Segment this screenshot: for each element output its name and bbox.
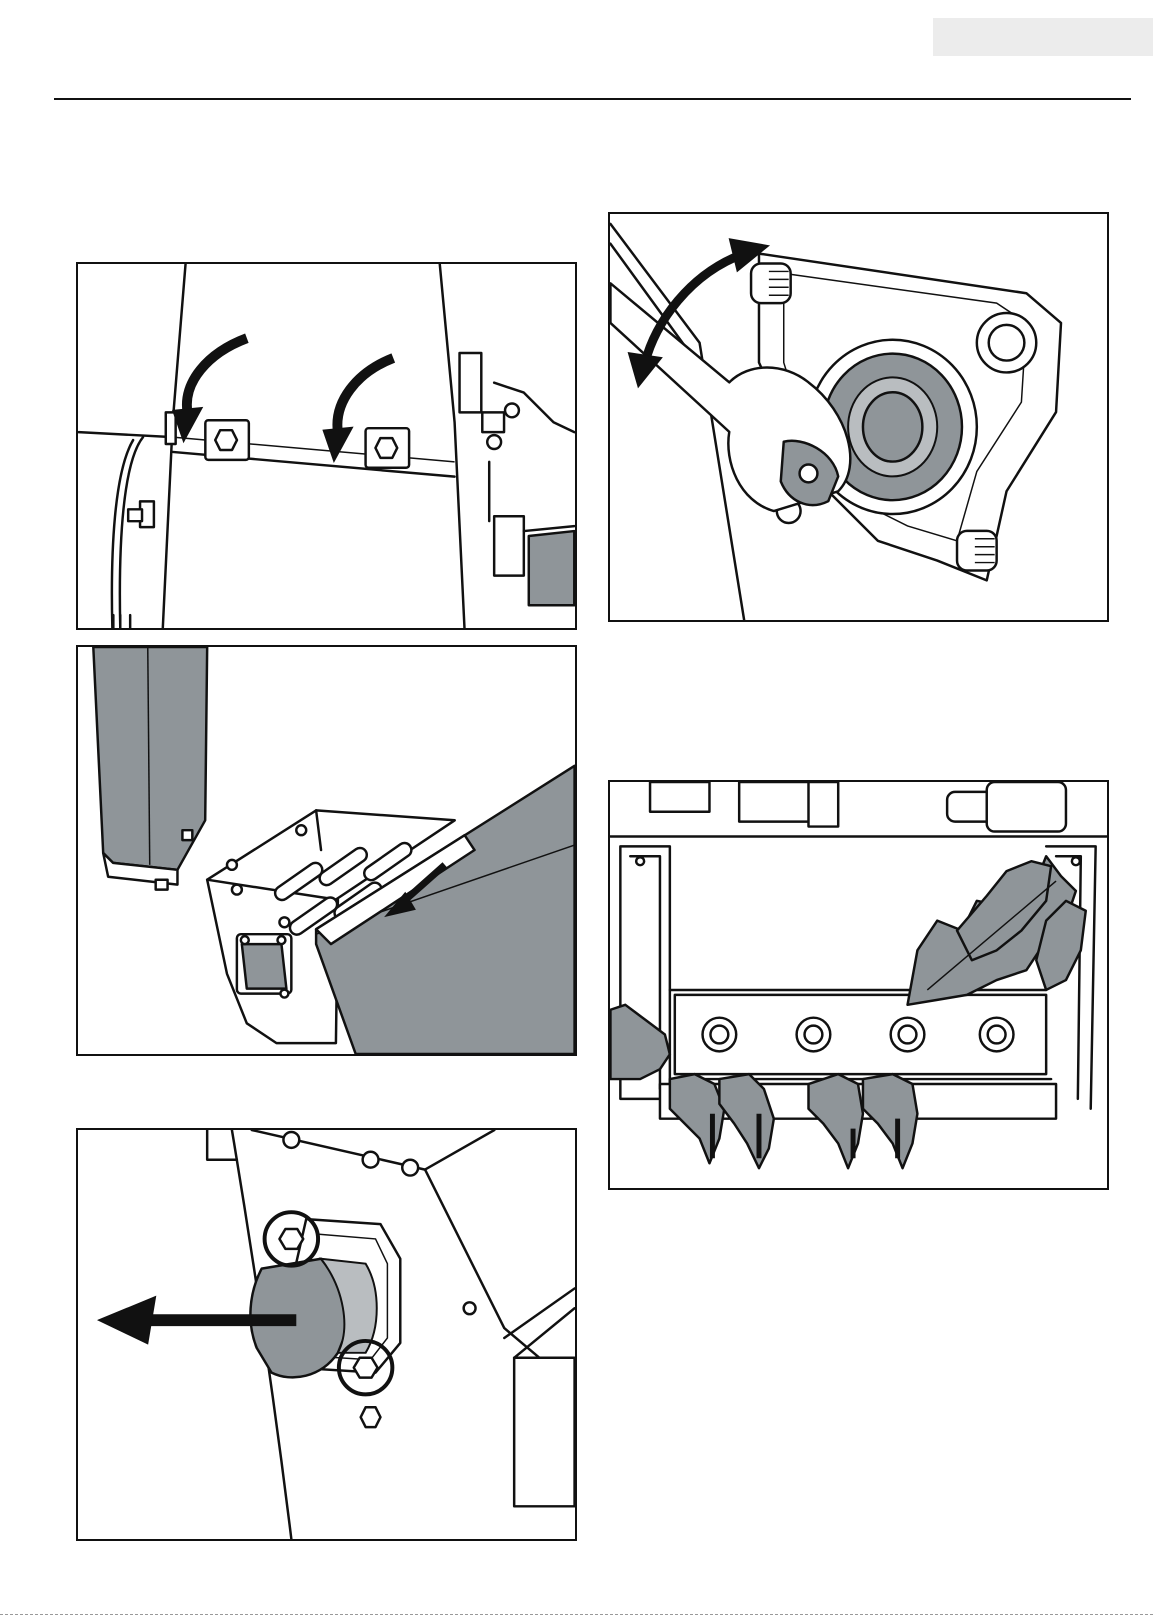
figure-wrench-bearing [608, 212, 1109, 622]
deflector-bolts-arrows-illustration [78, 264, 575, 628]
page-bottom-edge [0, 1614, 1153, 1615]
blade-leaves-illustration [610, 782, 1107, 1188]
bearing-housing-removal-illustration [78, 1130, 575, 1539]
wrench-bearing-illustration [610, 214, 1107, 620]
figure-deflector-bolts [76, 262, 577, 630]
figure-chute-removal [76, 645, 577, 1056]
chute-removal-illustration [78, 647, 575, 1054]
header-tag [933, 18, 1153, 56]
figure-bearing-housing-removal [76, 1128, 577, 1541]
figure-blade-leaves [608, 780, 1109, 1190]
header-rule [54, 98, 1131, 100]
